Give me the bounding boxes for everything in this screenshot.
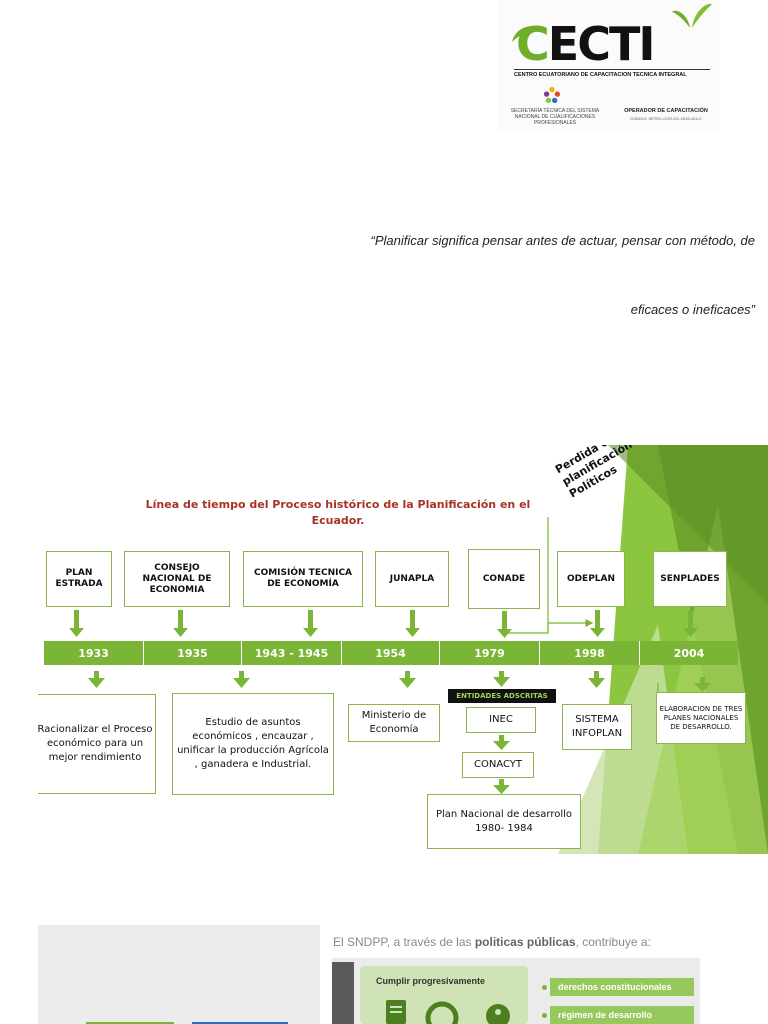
sndpp-intro: El SNDPP, a través de las politicas públ…: [333, 935, 651, 949]
year-1954: 1954: [342, 641, 440, 665]
operador-text: OPERADOR DE CAPACITACIÓN: [624, 108, 708, 114]
box-comision-tecnica: COMISIÓN TECNICA DE ECONOMÍA: [243, 551, 363, 607]
pill-regimen: régimen de desarrollo: [550, 1006, 694, 1024]
outcome-inec: INEC: [466, 707, 536, 733]
year-1943-1945: 1943 - 1945: [242, 641, 342, 665]
year-1933: 1933: [44, 641, 144, 665]
secretaria-text: SECRETARÍA TÉCNICA DEL SISTEMA NACIONAL …: [510, 108, 600, 126]
box-plan-estrada: PLAN ESTRADA: [46, 551, 112, 607]
outcome-junapla: Ministerio de Economía: [348, 704, 440, 742]
year-2004: 2004: [673, 646, 705, 660]
pill-derechos: derechos constitucionales: [550, 978, 694, 996]
operador-code: CODIGO: SETEC-OCR-OC-2019-424-C: [630, 116, 702, 121]
leaf-icon: [512, 26, 538, 42]
entidades-adscritas-label: ENTIDADES ADSCRITAS: [448, 689, 556, 703]
outcome-conacyt: CONACYT: [462, 752, 534, 778]
box-junapla: JUNAPLA: [375, 551, 449, 607]
sndpp-side-bar: [332, 962, 354, 1024]
ecti-logo: CECTI CENTRO ECUATORIANO DE CAPACITACION…: [498, 0, 720, 132]
cumplir-label: Cumplir progresivamente: [376, 976, 486, 986]
left-panel-bar-blue: [192, 1022, 288, 1024]
left-panel: [38, 925, 320, 1024]
outcome-senplades: ELABORACION DE TRES PLANES NACIONALES DE…: [656, 692, 746, 744]
logo-tagline: CENTRO ECUATORIANO DE CAPACITACION TECNI…: [514, 72, 687, 78]
box-consejo-nacional: CONSEJO NACIONAL DE ECONOMIA: [124, 551, 230, 607]
sndpp-icons: [386, 1000, 510, 1024]
bullet-dot: [542, 1013, 547, 1018]
secretaria-star-icon: [543, 86, 561, 104]
clipboard-icon: [386, 1000, 406, 1024]
outcome-odeplan: SISTEMA INFOPLAN: [562, 704, 632, 750]
timeline-slide: Línea de tiempo del Proceso histórico de…: [38, 445, 768, 854]
year-1935: 1935: [144, 641, 242, 665]
quote-line-1: “Planificar significa pensar antes de ac…: [370, 233, 755, 248]
box-odeplan: ODEPLAN: [557, 551, 625, 607]
gear-icon: [425, 1001, 459, 1024]
left-panel-bar-green: [86, 1022, 174, 1024]
year-1979: 1979: [440, 641, 540, 665]
logo-divider: [514, 69, 710, 70]
year-bar: 1933 1935 1943 - 1945 1954 1979 1998 200…: [44, 641, 738, 665]
people-icon: [486, 1004, 510, 1024]
box-conade: CONADE: [468, 549, 540, 609]
bullet-dot: [542, 985, 547, 990]
quote-line-2: eficaces o ineficaces”: [630, 302, 755, 317]
box-senplades: SENPLADES: [653, 551, 727, 607]
outcome-plan-nacional: Plan Nacional de desarrollo 1980- 1984: [427, 794, 581, 849]
year-1998: 1998: [540, 641, 640, 665]
outcome-plan-estrada: Racionalizar el Proceso económico para u…: [38, 694, 156, 794]
leaf-sprout-icon: [672, 3, 712, 28]
outcome-consejo: Estudio de asuntos económicos , encauzar…: [172, 693, 334, 795]
timeline-title: Línea de tiempo del Proceso histórico de…: [145, 498, 531, 527]
